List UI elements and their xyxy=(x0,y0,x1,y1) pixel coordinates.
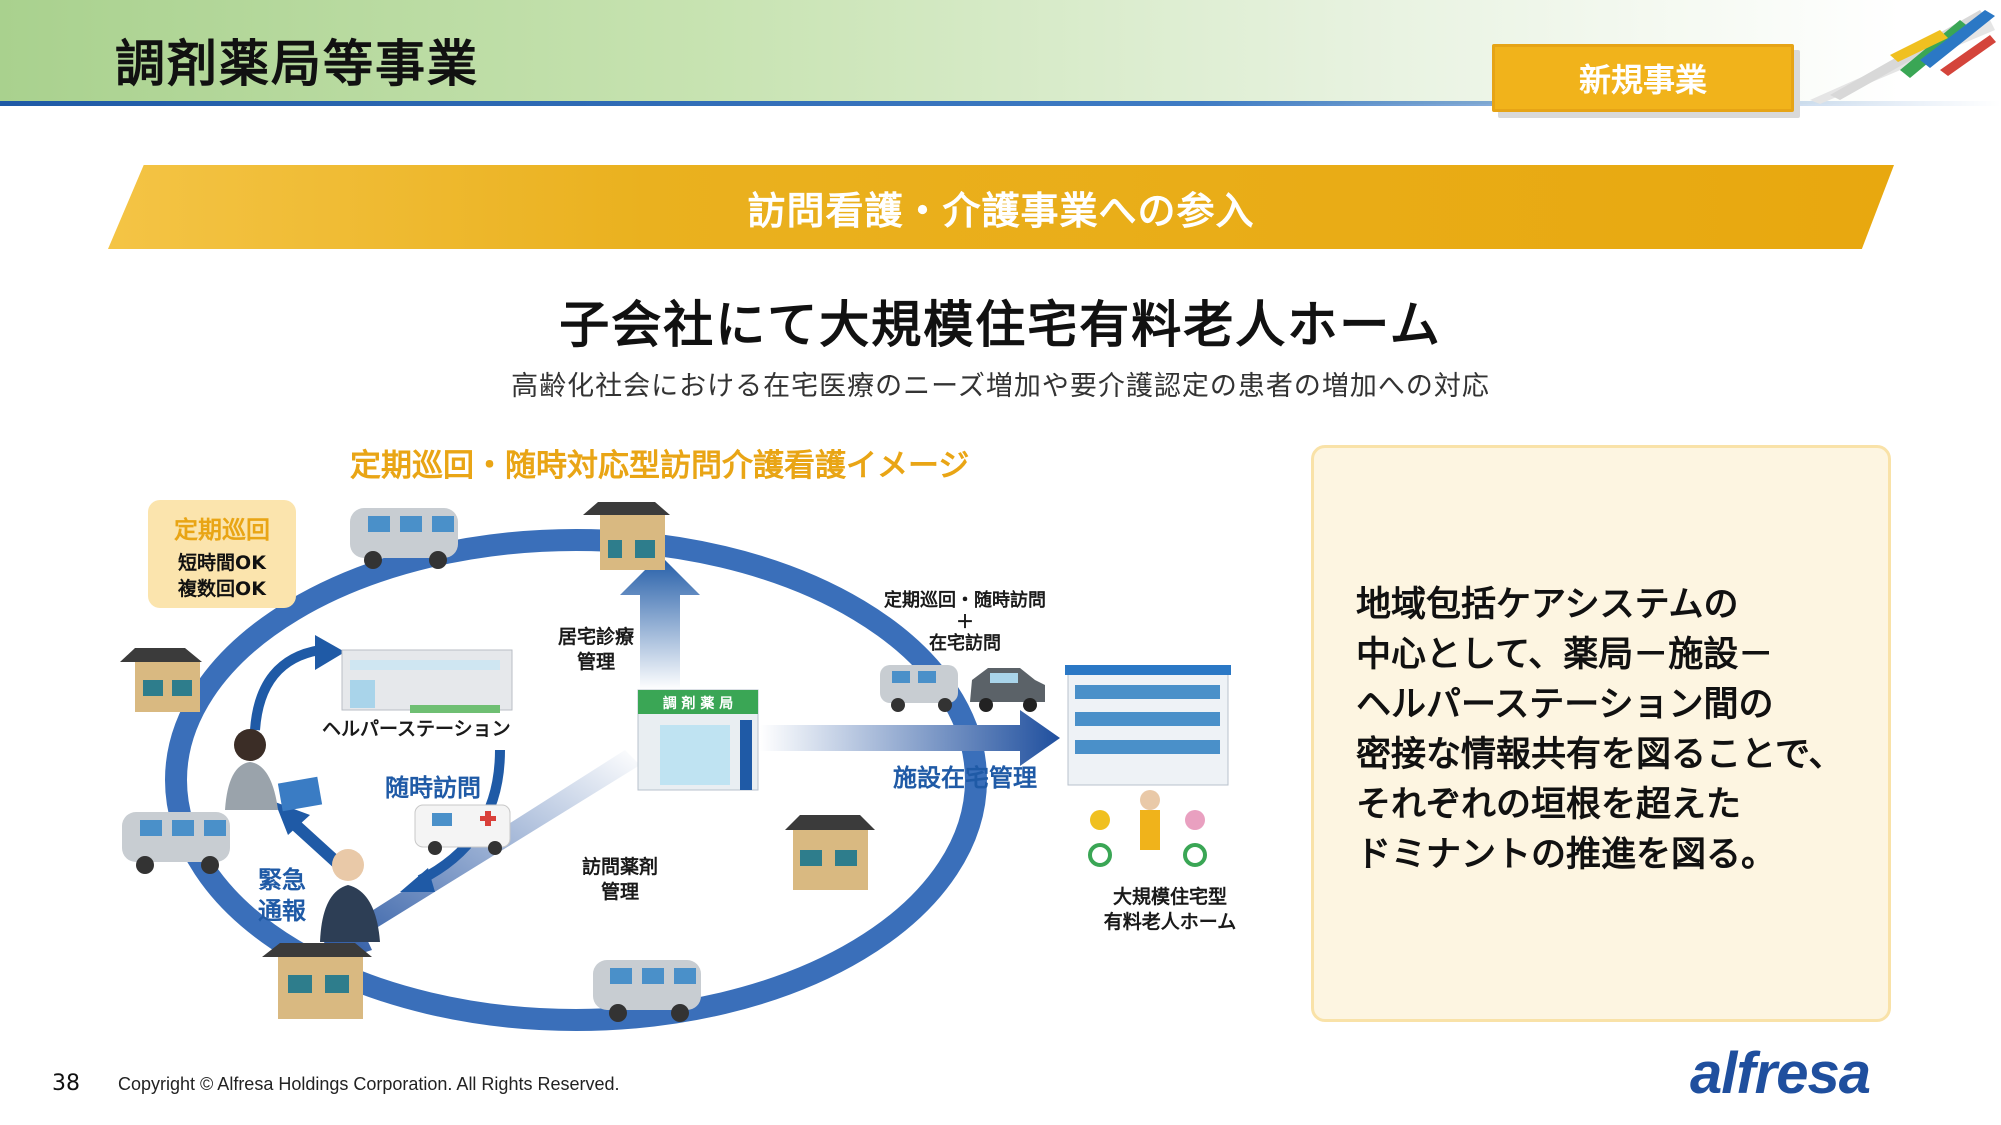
house-icon xyxy=(262,943,372,1019)
info-box xyxy=(1311,445,1891,1022)
callout-line: 複数回OK xyxy=(178,578,266,600)
label-on-demand-visit: 随時訪問 xyxy=(385,774,481,802)
label-visits: 定期巡回・随時訪問 ＋ 在宅訪問 xyxy=(870,590,1060,655)
header-underline xyxy=(0,101,2001,106)
label-line: ＋ xyxy=(956,611,974,633)
label-home-diagnosis: 居宅診療 管理 xyxy=(558,625,634,674)
section-banner xyxy=(108,165,1894,249)
label-nursing-home: 大規模住宅型 有料老人ホーム xyxy=(1085,885,1255,934)
van-icon xyxy=(122,812,230,874)
house-icon xyxy=(785,815,875,890)
copyright-text: Copyright © Alfresa Holdings Corporation… xyxy=(118,1074,620,1094)
van-icon xyxy=(350,508,458,569)
nursing-home-icon xyxy=(1065,665,1231,867)
ambulance-icon xyxy=(414,804,511,855)
info-line: それぞれの垣根を超えた xyxy=(1356,785,1742,825)
new-business-badge: 新規事業 xyxy=(1492,44,1794,112)
helper-station-icon xyxy=(341,649,513,713)
page-title: 調剤薬局等事業 xyxy=(115,35,479,93)
label-line: 定期巡回・随時訪問 xyxy=(884,590,1046,611)
label-line: 在宅訪問 xyxy=(929,633,1001,655)
arrow-diagonal-icon xyxy=(310,750,640,970)
label-visit-pharma: 訪問薬剤 管理 xyxy=(582,855,658,904)
elderly-person-icon xyxy=(320,849,380,942)
info-line: 地域包括ケアシステムの xyxy=(1356,585,1739,625)
arrow-up-icon xyxy=(620,555,700,690)
info-line: 密接な情報共有を図ることで、 xyxy=(1356,735,1844,775)
label-line: 訪問薬剤 xyxy=(582,856,659,878)
house-icon xyxy=(120,648,202,712)
label-facility-management: 施設在宅管理 xyxy=(893,764,1037,792)
info-line: 中心として、薬局－施設－ xyxy=(1356,635,1774,675)
label-emergency: 緊急 通報 xyxy=(258,865,306,927)
info-line: ドミナントの推進を図る。 xyxy=(1356,835,1777,875)
operator-icon xyxy=(225,729,323,812)
decorative-brush-graphic xyxy=(1810,10,1996,104)
page-number: 38 xyxy=(52,1071,80,1096)
label-helper-station: ヘルパーステーション xyxy=(322,718,511,740)
car-icon xyxy=(970,668,1045,712)
section-banner-text: 訪問看護・介護事業への参入 xyxy=(747,188,1255,233)
pharmacy-icon xyxy=(637,689,759,791)
care-loop-ring xyxy=(165,529,987,1031)
headline: 子会社にて大規模住宅有料老人ホーム xyxy=(559,296,1442,354)
house-icon xyxy=(583,502,670,570)
diagram-title: 定期巡回・随時対応型訪問介護看護イメージ xyxy=(350,448,970,484)
arrow-right-icon xyxy=(760,710,1060,766)
van-icon xyxy=(593,960,701,1022)
label-line: 通報 xyxy=(258,897,306,926)
care-cycle-diagram: 調 剤 薬 局 xyxy=(120,502,1231,1031)
callout-line: 短時間OK xyxy=(178,552,266,574)
callout-bubble xyxy=(148,500,296,608)
subheadline: 高齢化社会における在宅医療のニーズ増加や要介護認定の患者の増加への対応 xyxy=(511,371,1490,402)
label-line: 緊急 xyxy=(258,866,306,894)
label-line: 居宅診療 xyxy=(558,626,635,648)
van-icon xyxy=(880,665,958,712)
label-line: 管理 xyxy=(601,880,640,903)
callout-title: 定期巡回 xyxy=(174,516,270,544)
alfresa-logo: alfresa xyxy=(1690,1041,1871,1106)
curved-arrow-icon xyxy=(250,645,321,731)
info-line: ヘルパーステーション間の xyxy=(1356,685,1774,725)
pharmacy-sign: 調 剤 薬 局 xyxy=(663,695,734,712)
label-line: 大規模住宅型 xyxy=(1112,886,1227,908)
label-line: 有料老人ホーム xyxy=(1103,910,1237,933)
label-line: 管理 xyxy=(577,650,616,673)
info-text: 地域包括ケアシステムの 中心として、薬局－施設－ ヘルパーステーション間の 密接… xyxy=(1356,580,1876,880)
